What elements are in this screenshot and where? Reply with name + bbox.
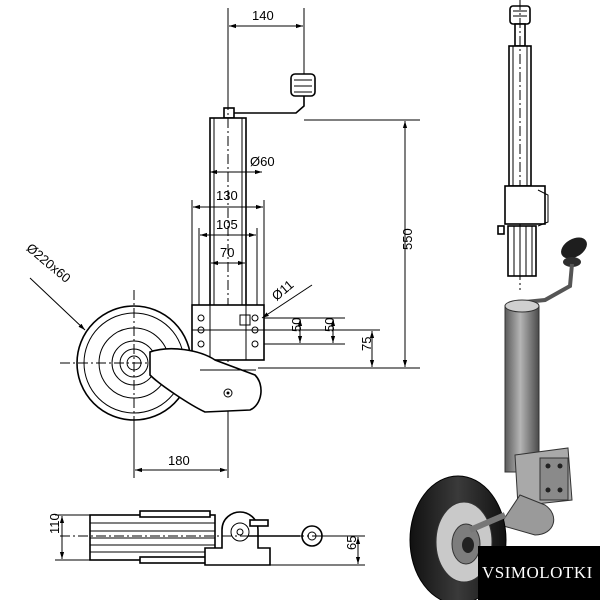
- clamp-plate: [191, 304, 345, 361]
- fork-arm: [149, 347, 262, 413]
- jack-tube: [209, 100, 247, 420]
- dimension-lines: [29, 8, 420, 478]
- dim-180: 180: [168, 453, 190, 468]
- dim-105: 105: [216, 217, 238, 232]
- bottom-view: [55, 510, 365, 566]
- product-render: [409, 237, 587, 600]
- front-view: [60, 73, 345, 432]
- dim-50-b: 50: [322, 318, 337, 332]
- dim-550: 550: [400, 228, 415, 250]
- dim-hole-diameter: Ø11: [269, 277, 297, 304]
- wheel: [60, 290, 208, 432]
- dim-65: 65: [344, 536, 359, 550]
- dim-130: 130: [216, 188, 238, 203]
- crank-handle: [223, 73, 316, 119]
- brand-badge: VSIMOLOTKI: [478, 546, 600, 600]
- dim-110: 110: [47, 513, 62, 534]
- brand-name: VSIMOLOTKI: [482, 563, 593, 582]
- dim-70: 70: [220, 245, 234, 260]
- dim-75: 75: [359, 337, 374, 351]
- dim-50-a: 50: [289, 318, 304, 332]
- dim-tube-diameter: Ø60: [250, 154, 275, 169]
- side-view: [497, 0, 549, 290]
- dim-140: 140: [252, 8, 274, 23]
